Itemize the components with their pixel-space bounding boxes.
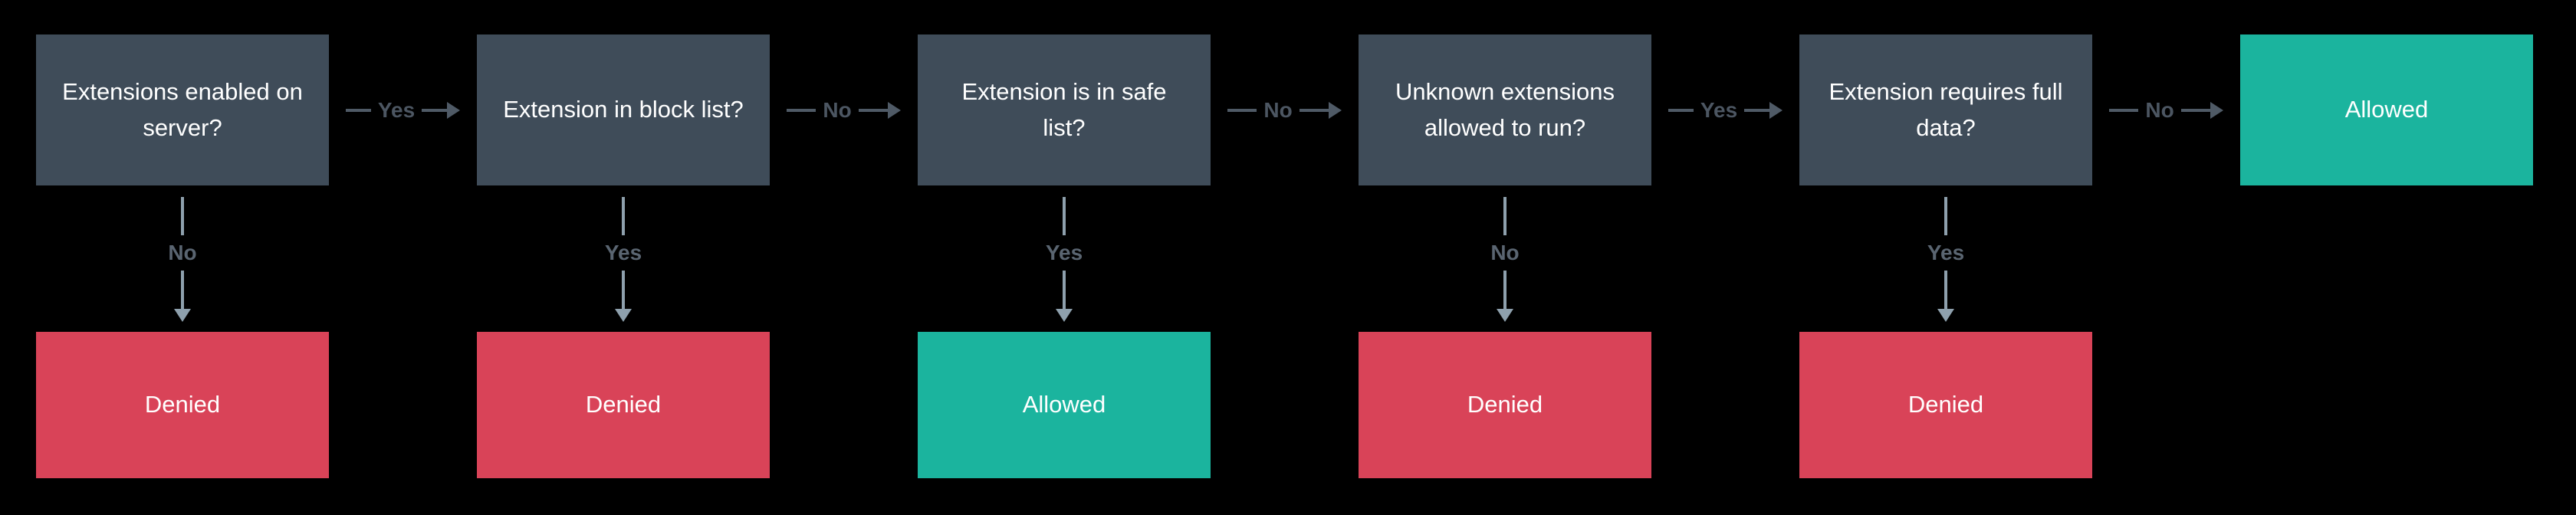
- horizontal-connector: No: [770, 34, 918, 185]
- branch-label: No: [823, 97, 852, 122]
- flow-step-extensions-enabled: Extensions enabled on server? No Denied: [36, 34, 329, 478]
- extension-permission-flowchart: Extensions enabled on server? No Denied …: [36, 34, 2533, 478]
- branch-label: Yes: [1927, 240, 1965, 264]
- outcome-box: Denied: [1799, 332, 2092, 478]
- outcome-box: Allowed: [2240, 34, 2533, 185]
- horizontal-connector: Yes: [1651, 34, 1799, 185]
- branch-label: No: [1263, 97, 1293, 122]
- branch-label: No: [1490, 240, 1520, 264]
- branch-label: No: [168, 240, 197, 264]
- arrow-down-icon: [615, 308, 632, 322]
- outcome-box: Allowed: [918, 332, 1211, 478]
- decision-box: Unknown extensions allowed to run?: [1359, 34, 1651, 185]
- flow-step-full-data: Extension requires full data? Yes Denied: [1799, 34, 2092, 478]
- branch-label: No: [2145, 97, 2174, 122]
- flow-step-unknown-extensions: Unknown extensions allowed to run? No De…: [1359, 34, 1651, 478]
- arrow-down-icon: [1937, 308, 1954, 322]
- branch-label: Yes: [1045, 240, 1083, 264]
- horizontal-connector: Yes: [329, 34, 477, 185]
- outcome-box: Denied: [1359, 332, 1651, 478]
- arrow-right-icon: [1329, 101, 1342, 119]
- arrow-down-icon: [173, 308, 191, 322]
- outcome-label: Allowed: [1022, 391, 1106, 418]
- arrow-right-icon: [1769, 101, 1783, 119]
- horizontal-connector: No: [2092, 34, 2240, 185]
- arrow-right-icon: [447, 101, 460, 119]
- arrow-down-icon: [1056, 308, 1073, 322]
- branch-label: Yes: [377, 97, 416, 122]
- flow-step-safe-list: Extension is in safe list? Yes Allowed: [918, 34, 1211, 478]
- down-arrow: No: [168, 185, 197, 332]
- outcome-label: Denied: [1907, 391, 1984, 418]
- arrow-right-icon: [888, 101, 902, 119]
- decision-box: Extension in block list?: [477, 34, 770, 185]
- decision-label: Extension in block list?: [503, 96, 744, 123]
- decision-label: Extension requires full data?: [1829, 78, 2063, 141]
- outcome-label: Allowed: [2344, 96, 2429, 123]
- decision-label: Unknown extensions allowed to run?: [1395, 78, 1615, 141]
- flow-final-allowed: Allowed: [2240, 34, 2533, 185]
- outcome-label: Denied: [1467, 391, 1543, 418]
- outcome-box: Denied: [477, 332, 770, 478]
- branch-label: Yes: [604, 240, 642, 264]
- outcome-box: Denied: [36, 332, 329, 478]
- decision-label: Extensions enabled on server?: [62, 78, 303, 141]
- arrow-down-icon: [1496, 308, 1513, 322]
- outcome-label: Denied: [144, 391, 221, 418]
- down-arrow: Yes: [605, 185, 642, 332]
- arrow-right-icon: [2210, 101, 2224, 119]
- down-arrow: Yes: [1046, 185, 1083, 332]
- decision-box: Extension is in safe list?: [918, 34, 1211, 185]
- decision-box: Extension requires full data?: [1799, 34, 2092, 185]
- outcome-label: Denied: [585, 391, 662, 418]
- down-arrow: Yes: [1927, 185, 1964, 332]
- decision-box: Extensions enabled on server?: [36, 34, 329, 185]
- down-arrow: No: [1490, 185, 1520, 332]
- flow-step-block-list: Extension in block list? Yes Denied: [477, 34, 770, 478]
- branch-label: Yes: [1700, 97, 1738, 122]
- decision-label: Extension is in safe list?: [961, 78, 1167, 141]
- horizontal-connector: No: [1211, 34, 1359, 185]
